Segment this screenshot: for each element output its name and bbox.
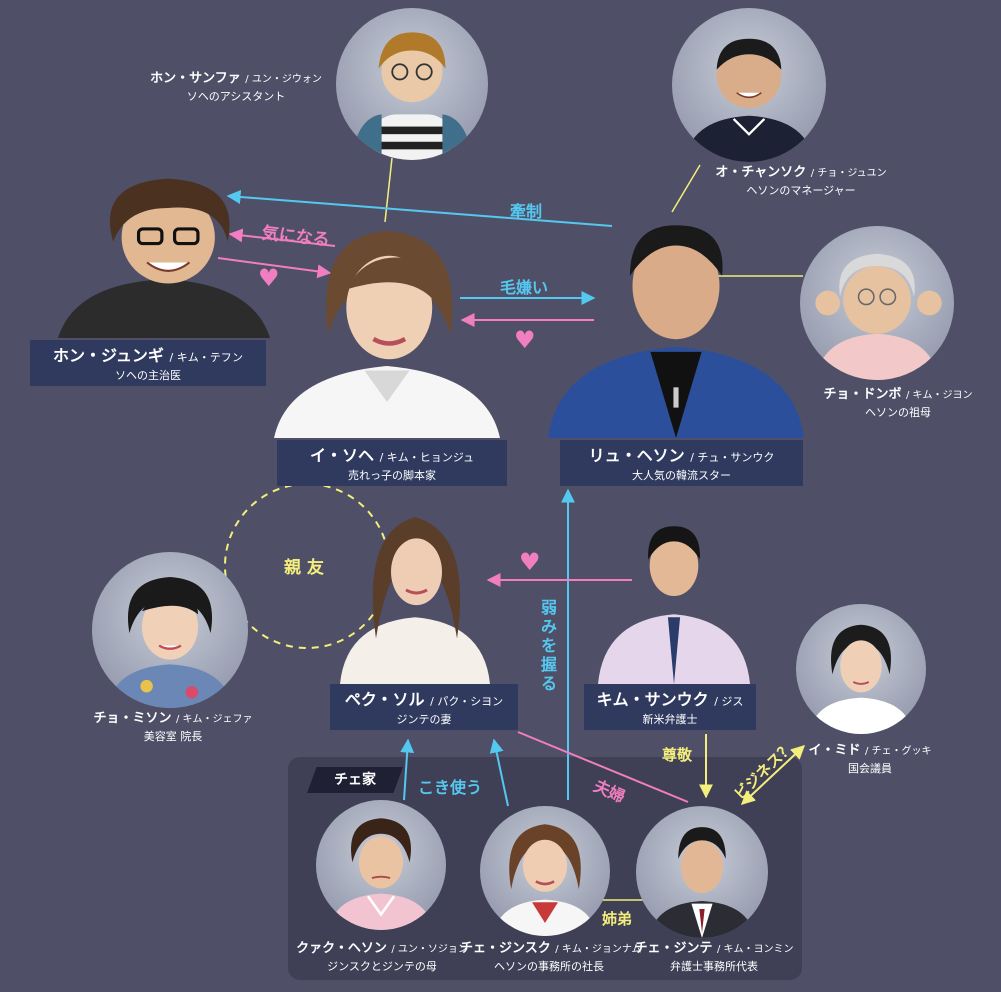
portrait-misun — [92, 552, 248, 708]
namebox-jungi: ホン・ジュンギ / キム・テフン ソヘの主治医 — [30, 340, 266, 386]
rel-sonkei: 尊敬 — [662, 746, 693, 764]
caption-hesun: クァク・ヘソン / ユン・ソジョン ジンスクとジンテの母 — [296, 941, 468, 973]
portrait-jungi — [58, 166, 270, 338]
caption-dongbo: チョ・ドンボ / キム・ジヨン ヘソンの祖母 — [823, 387, 973, 419]
namebox-sohe: イ・ソヘ / キム・ヒョンジュ 売れっ子の脚本家 — [277, 440, 507, 486]
namebox-sanuk: キム・サンウク / ジス 新米弁護士 — [584, 684, 756, 730]
portrait-jinte — [636, 806, 768, 938]
heart-icon: ♥ — [519, 548, 541, 576]
arrow-kiseisei — [226, 190, 613, 227]
arrow-kokitsukau-left — [400, 738, 415, 801]
caption-misun: チョ・ミソン / キム・ジェファ 美容室 院長 — [93, 711, 253, 743]
heart-icon: ♥ — [514, 326, 536, 354]
portrait-chansok — [672, 8, 826, 162]
caption-sanfa: ホン・サンファ / ユン・ジウォン ソヘのアシスタント — [150, 71, 322, 103]
portrait-sanfa — [336, 8, 488, 160]
choi-family-label: チェ家 — [307, 767, 403, 793]
portrait-heson — [548, 210, 804, 438]
rel-yowami: 弱みを握る — [541, 598, 558, 693]
arrow-jungi-love — [217, 257, 332, 279]
portrait-sohe — [274, 222, 500, 438]
portrait-dongbo — [800, 226, 954, 380]
portrait-sanuk — [598, 502, 750, 684]
portrait-sol — [340, 502, 490, 684]
portrait-hesun — [316, 800, 446, 930]
heart-icon: ♥ — [258, 264, 280, 292]
portrait-jinsuk — [480, 806, 610, 936]
line-sanfa-sohe — [384, 157, 393, 223]
arrow-kininaru — [228, 228, 336, 247]
caption-chansok: オ・チャンソク / チョ・ジュユン ヘソンのマネージャー — [715, 165, 887, 197]
caption-jinsuk: チェ・ジンスク / キム・ジョンナム ヘソンの事務所の社長 — [460, 941, 642, 973]
line-fufu — [517, 731, 689, 803]
rel-shitei: 姉弟 — [602, 910, 633, 928]
arrow-kokitsukau-right — [489, 738, 509, 807]
namebox-heson: リュ・ヘソン / チュ・サンウク 大人気の韓流スター — [560, 440, 803, 486]
arrow-business — [740, 745, 806, 805]
rel-shinyu: 親 友 — [284, 558, 324, 578]
rel-kiseisei: 牽制 — [510, 202, 543, 221]
line-chansok-heson — [671, 164, 701, 213]
rel-kokitsukau: こき使う — [418, 778, 483, 797]
caption-jinte: チェ・ジンテ / キム・ヨンミン 弁護士事務所代表 — [634, 941, 794, 973]
caption-mido: イ・ミド / チェ・グッキ 国会議員 — [808, 743, 932, 775]
portrait-mido — [796, 604, 926, 734]
rel-kegirai: 毛嫌い — [500, 278, 549, 297]
namebox-sol: ペク・ソル / パク・シヨン ジンテの妻 — [330, 684, 518, 730]
